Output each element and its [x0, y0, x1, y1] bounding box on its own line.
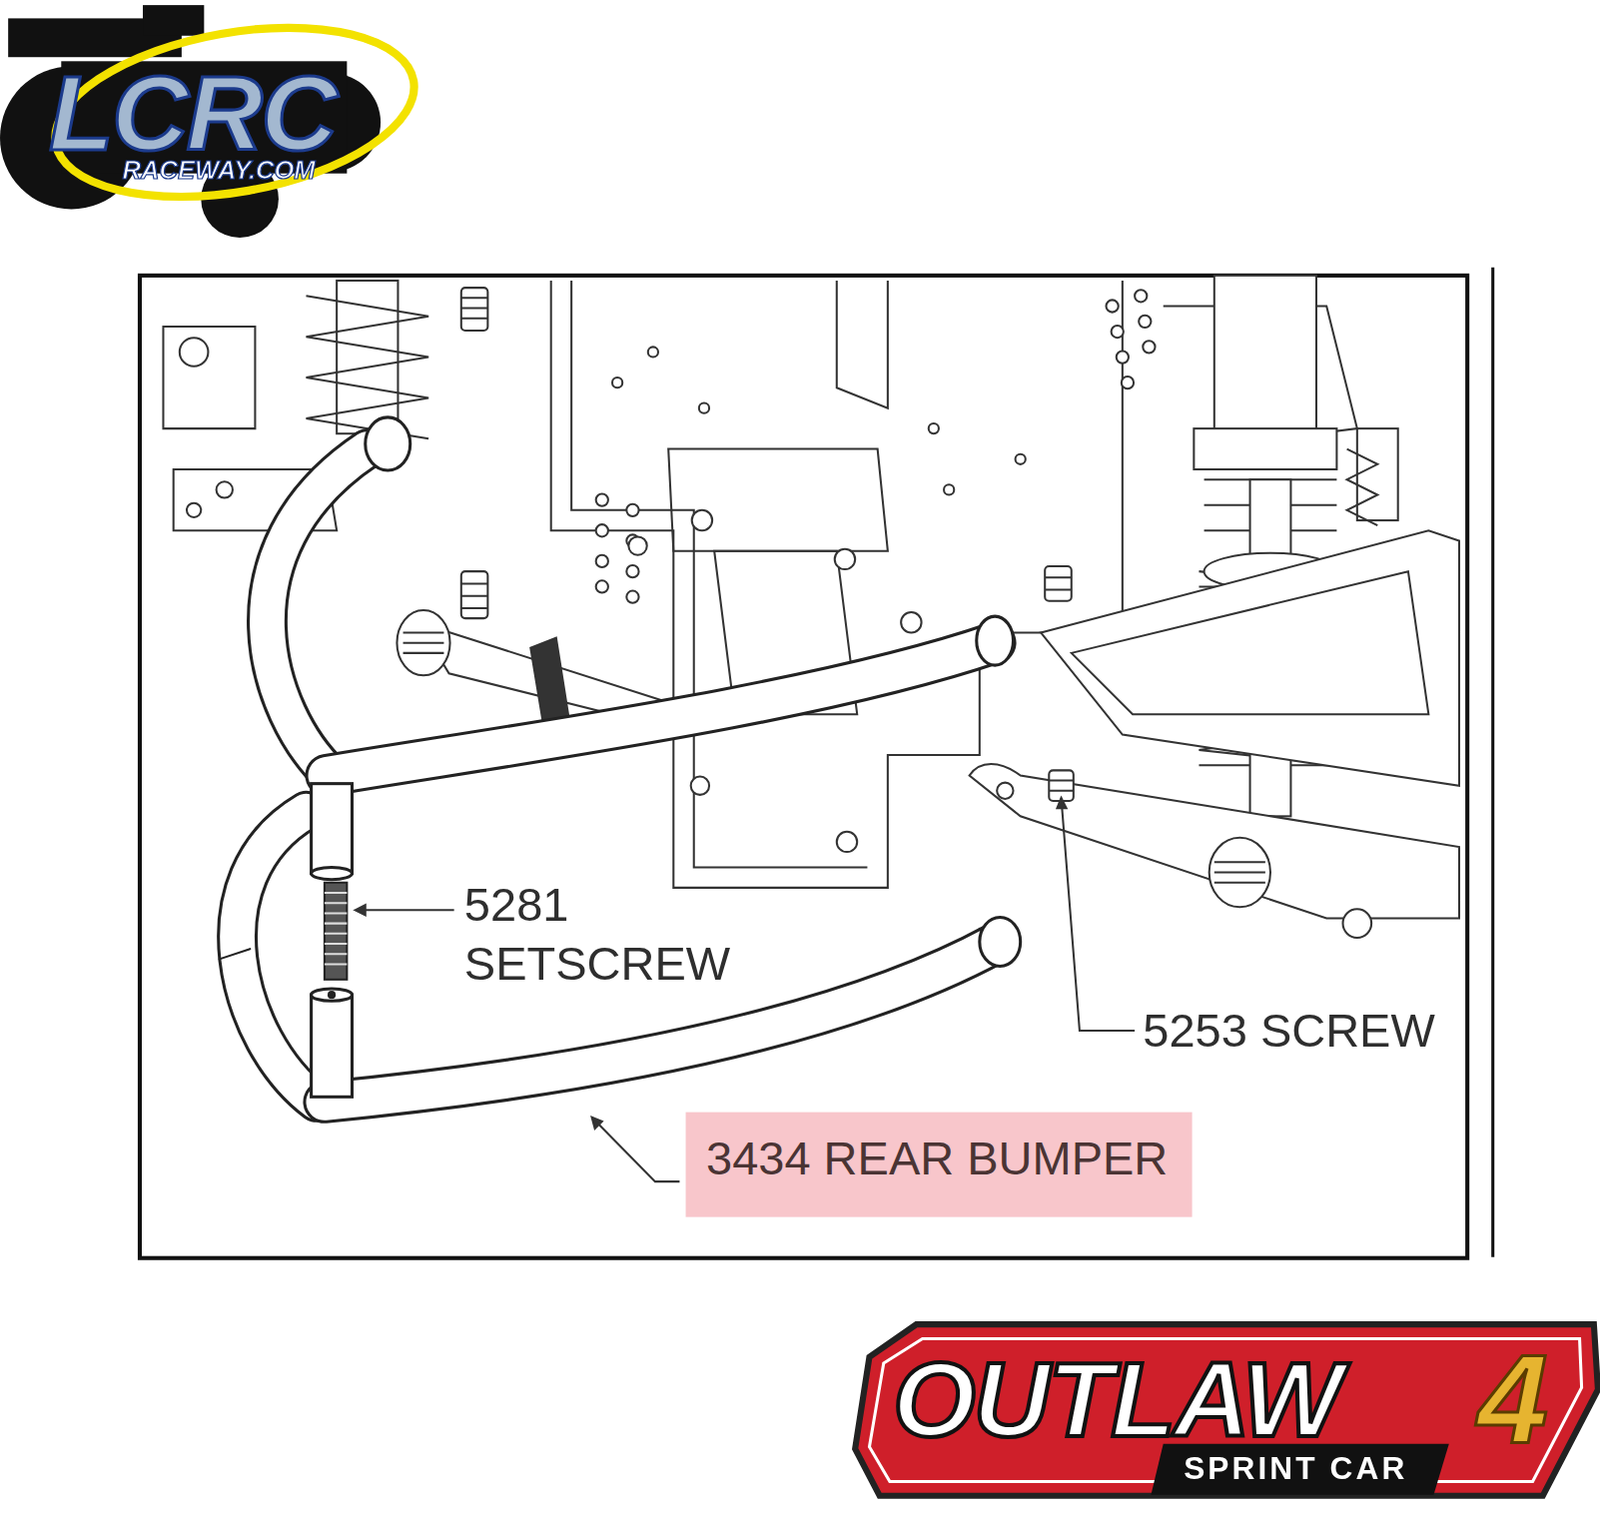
- leader-lines: [357, 908, 455, 911]
- chassis-drawing: [1138, 315, 1151, 328]
- rear-bumper: [979, 916, 1021, 966]
- outlaw-logo-shape: [854, 1324, 1599, 1497]
- rear-bumper: [266, 449, 367, 777]
- chassis-drawing: [691, 776, 710, 795]
- chassis-drawing: [900, 612, 921, 633]
- diagram-frame: [139, 275, 1468, 1259]
- chassis-drawing: [943, 484, 954, 495]
- chassis-drawing: [834, 549, 855, 570]
- chassis-drawing: [626, 591, 639, 604]
- chassis-drawing: [596, 493, 609, 506]
- rear-bumper: [326, 643, 995, 777]
- suspension-arms: [996, 783, 1013, 800]
- chassis-drawing: [596, 580, 609, 593]
- leader-lines: [1061, 798, 1136, 1031]
- lcrc-logo-shape: [41, 1, 428, 222]
- leader-lines: [592, 1117, 603, 1129]
- diagram-frame: [1491, 267, 1495, 1258]
- shock-springs: [1214, 275, 1317, 450]
- suspension-arms: [1214, 861, 1266, 882]
- chassis-drawing: [699, 403, 710, 414]
- chassis-drawing: [928, 423, 939, 434]
- logo-number: 4: [1477, 1326, 1548, 1472]
- shock-springs: [216, 481, 233, 498]
- diagram-frame: [139, 267, 1494, 1259]
- chassis-drawing: [1015, 454, 1026, 465]
- shock-springs: [336, 280, 398, 434]
- callout-number: 5281 SETSCREW: [464, 875, 741, 993]
- screws: [1044, 566, 1072, 602]
- rear-bumper: [237, 810, 317, 1102]
- chassis-drawing: [648, 346, 659, 357]
- rear-bumper: [365, 417, 411, 471]
- rear-bumper: [326, 643, 995, 777]
- rear-bumper: [311, 866, 353, 879]
- suspension-arms: [969, 764, 1460, 919]
- shock-springs: [1193, 428, 1337, 470]
- suspension-arms: [1040, 530, 1460, 786]
- chassis-drawing: [1116, 350, 1129, 363]
- shock-springs: [1347, 449, 1379, 527]
- chassis-drawing: [596, 524, 609, 537]
- setscrew-part: [324, 892, 347, 965]
- suspension-arms: [403, 632, 445, 653]
- suspension-arms: [1209, 837, 1271, 907]
- rear-bumper: [237, 810, 317, 1102]
- chassis-drawing: [1134, 289, 1147, 302]
- screws: [461, 571, 489, 619]
- chassis-drawing: [836, 280, 888, 409]
- chassis-drawing: [596, 289, 1156, 852]
- rear-bumper: [219, 417, 1021, 1103]
- chassis-drawing: [612, 377, 623, 388]
- shock-springs: [179, 337, 209, 367]
- leader-lines: [1056, 798, 1066, 808]
- rear-bumper: [311, 988, 353, 1001]
- shock-springs: [186, 503, 201, 518]
- setscrew-part: [324, 882, 347, 980]
- chassis-drawing: [668, 449, 888, 552]
- logo-subtext: RACEWAY.COM: [122, 154, 316, 185]
- suspension-arms: [1071, 571, 1430, 715]
- chassis-drawing: [626, 504, 639, 517]
- chassis-drawing: [1106, 299, 1119, 312]
- chassis-drawing: [626, 565, 639, 578]
- leader-lines: [592, 1117, 681, 1182]
- rear-bumper: [266, 449, 367, 777]
- callout-number: 5253 SCREW: [1142, 1001, 1436, 1061]
- outlaw-logo-shape: [854, 1324, 1599, 1497]
- part-label: 3434 REAR BUMPER: [706, 1130, 1168, 1187]
- chassis-drawing: [596, 555, 609, 568]
- chassis-drawing: [692, 510, 713, 531]
- logo-subtext: SPRINT CAR: [1183, 1451, 1408, 1489]
- chassis-drawing: [571, 280, 867, 867]
- rear-bumper: [327, 990, 336, 999]
- lcrc-logo-shape: [142, 4, 204, 36]
- chassis-drawing: [1142, 340, 1155, 353]
- chassis-drawing: [836, 831, 857, 852]
- suspension-arms: [1343, 908, 1373, 938]
- chassis-drawing: [1121, 376, 1134, 389]
- logo-text: OUTLAW: [892, 1338, 1341, 1461]
- chassis-drawing: [628, 536, 647, 555]
- highlight-box: 3434 REAR BUMPER: [686, 1112, 1193, 1217]
- rear-bumper: [311, 994, 353, 1097]
- chassis-drawing: [1111, 325, 1124, 338]
- lcrc-logo-shape: [0, 1, 428, 238]
- suspension-arms: [396, 610, 450, 676]
- shock-springs: [306, 295, 430, 439]
- leader-lines: [355, 904, 366, 915]
- rear-bumper: [311, 784, 353, 874]
- rear-bumper: [976, 616, 1014, 666]
- outlaw-logo-shape: [1150, 1444, 1449, 1496]
- setscrew-part: [324, 882, 347, 980]
- shock-springs: [1357, 428, 1399, 521]
